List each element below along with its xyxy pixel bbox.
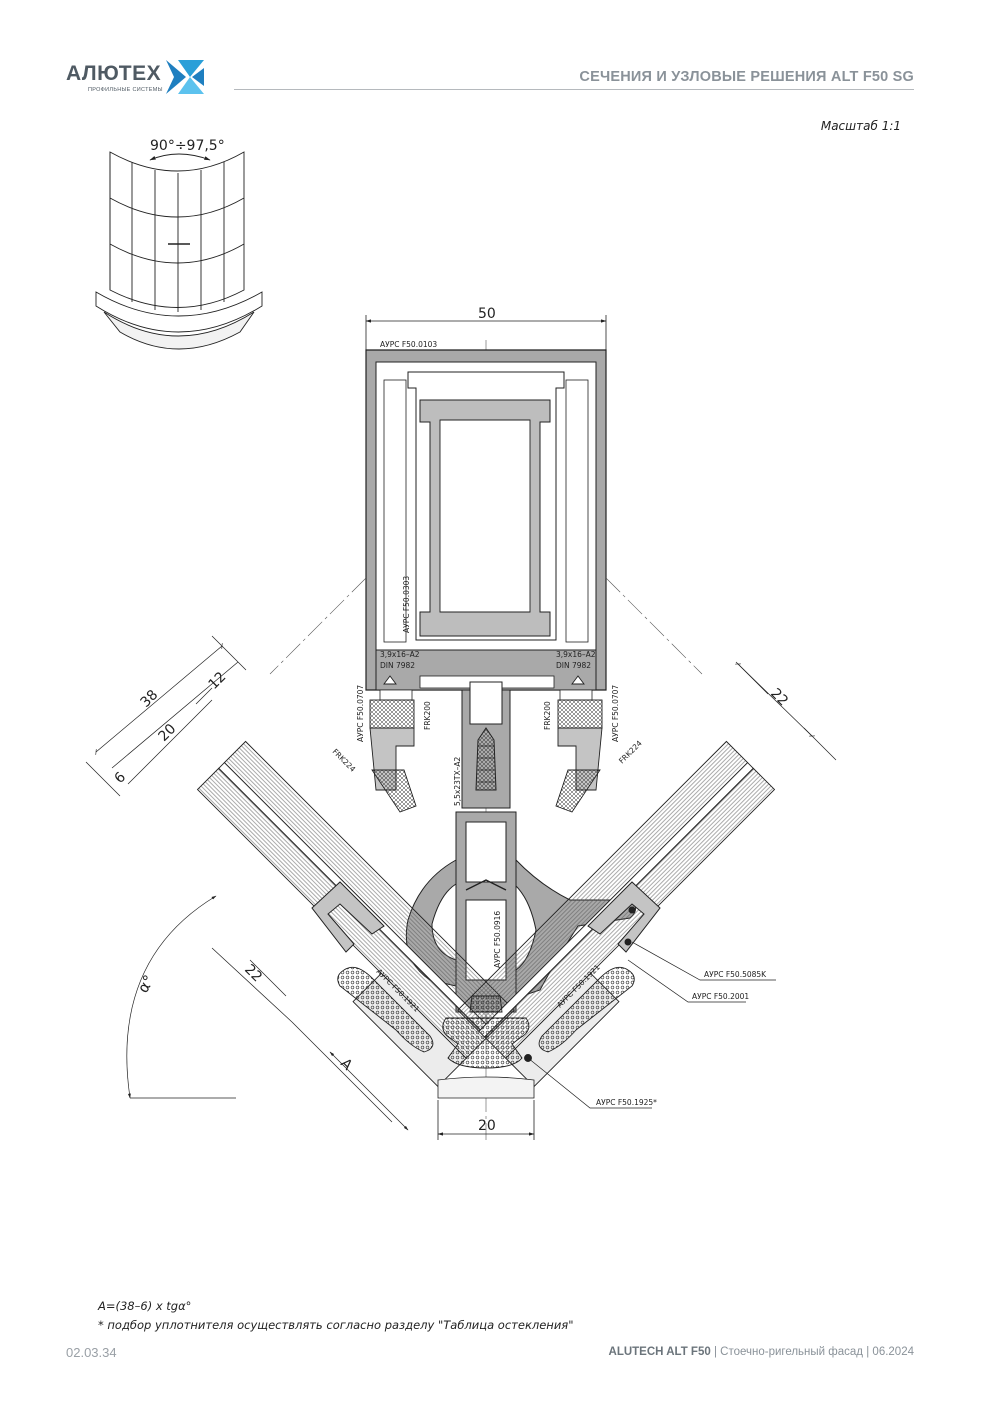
dimension-22-right-label: 22 xyxy=(767,686,791,710)
logo-text: АЛЮТЕХ xyxy=(66,62,162,85)
fixings: 3,9х16–А2 DIN 7982 3,9х16–А2 DIN 7982 АУ… xyxy=(331,650,644,813)
label-part-5085: АУРС F50.5085K xyxy=(704,970,767,979)
label-frk224-right: FRK224 xyxy=(617,739,644,766)
gasket-note: * подбор уплотнителя осуществлять соглас… xyxy=(98,1318,574,1332)
footer-separator: | xyxy=(713,1346,717,1358)
mullion-profile: АУРС F50.0103 АУРС F50.0303 xyxy=(365,340,607,701)
footer-info: ALUTECH ALT F50 | Стоечно-ригельный фаса… xyxy=(609,1346,914,1358)
notes: A=(38–6) x tgα° * подбор уплотнителя осу… xyxy=(98,1297,574,1335)
header-divider xyxy=(234,89,914,90)
label-din-right: DIN 7982 xyxy=(556,661,591,670)
footer-date: 06.2024 xyxy=(872,1346,914,1358)
label-part-1925: АУРС F50.1925* xyxy=(596,1098,657,1107)
logo: АЛЮТЕХ ПРОФИЛЬНЫЕ СИСТЕМЫ xyxy=(66,58,216,98)
scale-label: Масштаб 1:1 xyxy=(820,119,901,133)
dimension-width-top-label: 50 xyxy=(478,306,496,322)
dimension-width-bottom: 20 xyxy=(437,1100,535,1140)
label-frk224-left: FRK224 xyxy=(331,747,358,774)
dimension-6-label: 6 xyxy=(112,769,130,787)
dimensions-right: 22 xyxy=(736,661,837,761)
dimension-a-label: A xyxy=(337,1056,355,1074)
logo-mark-icon xyxy=(166,60,204,94)
angle-range-label: 90°÷97,5° xyxy=(150,138,225,154)
label-bolt: 5,5х23ТХ–А2 xyxy=(453,756,462,806)
dimension-20-label: 20 xyxy=(156,721,180,745)
label-insert: АУРС F50.0303 xyxy=(402,576,411,633)
label-mullion: АУРС F50.0103 xyxy=(380,340,437,349)
dimension-width-top: 50 xyxy=(365,306,607,352)
logo-subtitle: ПРОФИЛЬНЫЕ СИСТЕМЫ xyxy=(88,87,163,93)
central-stem: 5,5х23ТХ–А2 АУРС F50.0916 xyxy=(453,681,517,1013)
construction-lines xyxy=(269,577,703,675)
label-screw-right: 3,9х16–А2 xyxy=(556,650,596,659)
glass-edges xyxy=(437,1076,535,1099)
label-adapter-right: АУРС F50.0707 xyxy=(611,685,620,742)
page-code: 02.03.34 xyxy=(66,1345,117,1360)
label-adapter-left: АУРС F50.0707 xyxy=(356,685,365,742)
clip-profiles xyxy=(311,881,661,953)
dimension-width-bottom-label: 20 xyxy=(478,1118,496,1134)
leader-lines: АУРС F50.5085K АУРС F50.2001 АУРС F50.19… xyxy=(527,941,776,1109)
footer-brand: ALUTECH ALT F50 xyxy=(608,1346,711,1358)
label-screw-left: 3,9х16–А2 xyxy=(380,650,420,659)
label-part-2001: АУРС F50.2001 xyxy=(692,992,749,1001)
dimension-22-left-label: 22 xyxy=(241,962,265,986)
footer-subtitle: Стоечно-ригельный фасад xyxy=(720,1346,864,1358)
label-profile-0916: АУРС F50.0916 xyxy=(493,911,502,968)
page-title: СЕЧЕНИЯ И УЗЛОВЫЕ РЕШЕНИЯ ALT F50 SG xyxy=(579,69,914,85)
footer-separator: | xyxy=(866,1346,870,1358)
facade-sketch: 90°÷97,5° xyxy=(95,138,263,350)
label-frk200-left: FRK200 xyxy=(423,701,432,730)
label-frk200-right: FRK200 xyxy=(543,701,552,730)
dimension-38-label: 38 xyxy=(138,687,162,711)
formula-note: A=(38–6) x tgα° xyxy=(98,1299,192,1313)
angle-alpha-label: α° xyxy=(134,972,158,996)
gaskets: АУРС F50.1921 АУРС F50.1921 xyxy=(337,962,635,1069)
label-din-left: DIN 7982 xyxy=(380,661,415,670)
